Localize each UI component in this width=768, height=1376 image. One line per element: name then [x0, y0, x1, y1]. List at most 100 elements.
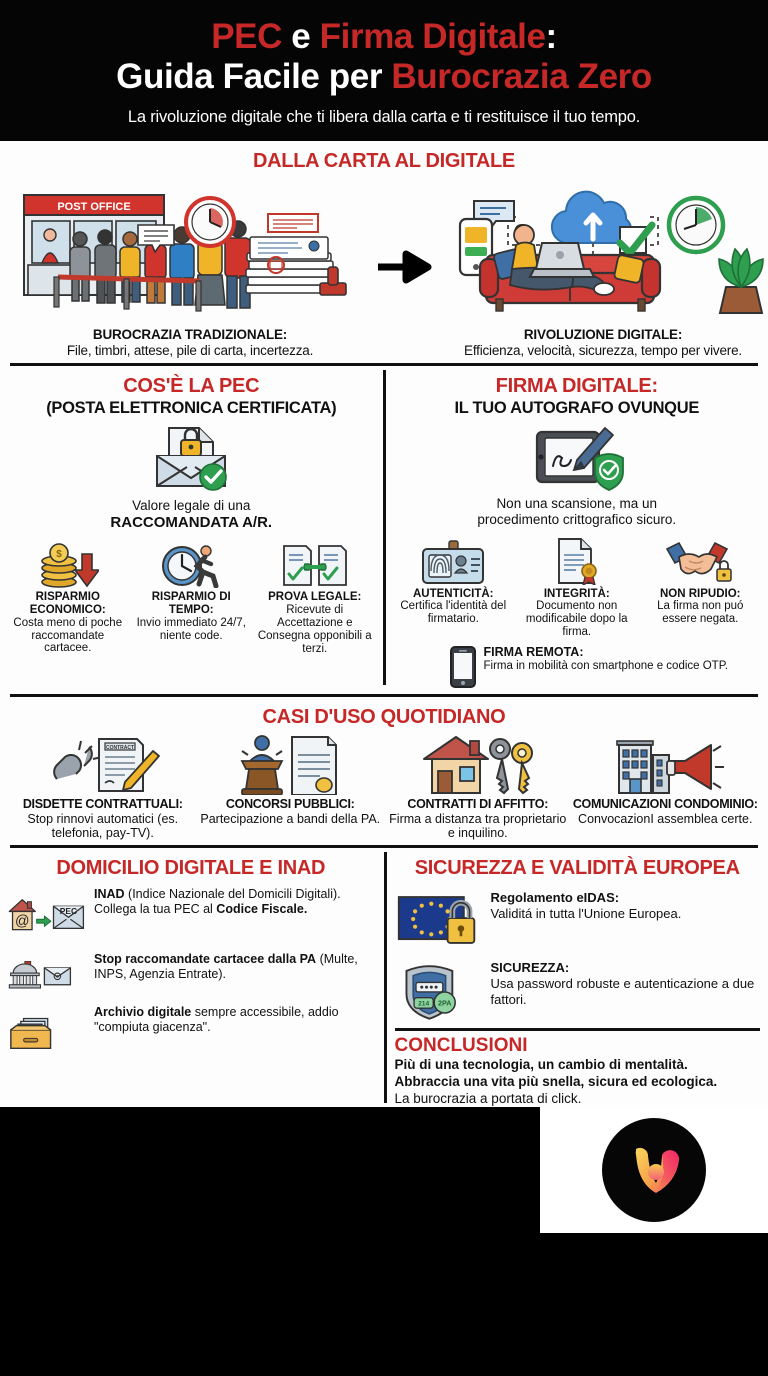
smartphone-icon	[449, 645, 477, 689]
caso-3-text: Firma a distanza tra proprietario e inqu…	[389, 811, 567, 840]
signature-tablet-icon	[394, 424, 761, 492]
firma-property-non-ripudio: NON RIPUDIO: La firma non puó essere neg…	[641, 537, 761, 639]
sicurezza-item-1: Regolamento eIDAS: Validitá in tutta l'U…	[395, 890, 761, 950]
firma-lead-line2: procedimento crittografico sicuro.	[477, 512, 677, 528]
firma-properties: AUTENTICITÀ: Certifica l'identità del fi…	[394, 537, 761, 639]
title-e: e	[281, 17, 320, 56]
digital-caption-text: Efficienza, velocità, sicurezza, tempo p…	[464, 342, 742, 358]
section-sicurezza-conclusioni: SICUREZZA E VALIDITÀ EUROPEA	[387, 848, 768, 1108]
firma-property-2-heading: INTEGRITÀ:	[543, 587, 610, 600]
sealed-document-icon	[517, 537, 637, 585]
conclusioni-line-2: Abbraccia una vita più snella, sicura ed…	[394, 1073, 718, 1089]
section-inad-sicurezza: DOMICILIO DIGITALE E INAD @ PEC	[0, 848, 768, 1108]
firma-property-3-heading: NON RIPUDIO:	[660, 587, 741, 600]
handshake-lock-icon	[641, 537, 761, 585]
badge-2pa: 2PA	[437, 999, 450, 1007]
inad-item-1-text: INAD (Indice Nazionale del Domicili Digi…	[94, 887, 374, 917]
divider-1	[10, 362, 758, 366]
section-firma-digitale: FIRMA DIGITALE: IL TUO AUTOGRAFO OVUNQUE	[386, 366, 768, 689]
sicurezza-item-1-heading: Regolamento eIDAS:	[490, 889, 620, 905]
traditional-caption-text: File, timbri, attese, pile di carta, inc…	[66, 342, 314, 358]
digital-life-illustration	[438, 177, 768, 327]
caso-2-text: Partecipazione a bandi della PA.	[200, 811, 381, 826]
section-dalla-carta-al-digitale: DALLA CARTA AL DIGITALE POST OFFICE	[0, 141, 768, 358]
inad-item-1: @ PEC INAD (Indice Nazionale del Domicil…	[8, 887, 374, 945]
building-megaphone-icon	[573, 733, 759, 795]
vertical-divider-1	[382, 369, 386, 685]
footer-black-area	[0, 1107, 540, 1234]
divider-3	[10, 844, 758, 848]
firma-property-1-text: Certifica l'identità del firmatario.	[400, 600, 507, 626]
section-paper-title: DALLA CARTA AL DIGITALE	[253, 149, 515, 172]
firma-property-integrita: INTEGRITÀ: Documento non modificabile do…	[517, 537, 637, 639]
title-pec: PEC	[211, 17, 282, 56]
firma-property-2-text: Documento non modificabile dopo la firma…	[525, 600, 628, 638]
post-office-sign-label: POST OFFICE	[57, 201, 130, 213]
house-keys-icon	[385, 733, 571, 795]
clock-runner-icon	[132, 540, 252, 589]
title-firma-digitale: Firma Digitale	[319, 17, 546, 56]
caso-2-heading: CONCORSI PUBBLICI:	[225, 796, 355, 811]
caso-1-heading: DISDETTE CONTRATTUALI:	[22, 796, 183, 811]
pec-benefit-2-heading: RISPARMIO DI TEMPO:	[151, 591, 231, 616]
pec-benefit-1-text: Costa meno di poche raccomandate cartace…	[13, 616, 123, 655]
pec-benefit-1-heading: RISPARMIO ECONOMICO:	[29, 591, 106, 616]
pec-lead: Valore legale di una RACCOMANDATA A/R.	[8, 498, 375, 533]
page-title-line-2: Guida Facile per Burocrazia Zero	[10, 56, 758, 96]
conclusioni-title: CONCLUSIONI	[394, 1034, 528, 1056]
caso-4-heading: COMUNICAZIONI CONDOMINIO:	[572, 796, 758, 811]
envelope-pec-label: PEC	[60, 906, 77, 916]
broken-chain-contract-icon: CONTRACT	[10, 733, 196, 795]
vertical-divider-2	[383, 851, 387, 1104]
footer-logo-area	[540, 1107, 768, 1234]
firma-remota-heading: FIRMA REMOTA:	[483, 644, 584, 659]
inad-item-1-bold1: INAD	[94, 886, 125, 901]
shield-password-2fa-icon: 214 2PA	[395, 960, 481, 1022]
pec-benefit-prova-legale: PROVA LEGALE: Ricevute di Accettazione e…	[255, 540, 375, 655]
section-domicilio-inad: DOMICILIO DIGITALE E INAD @ PEC	[0, 848, 384, 1108]
inad-item-2: Stop raccomandate cartacee dalla PA (Mul…	[8, 952, 374, 998]
sicurezza-item-2: 214 2PA SICUREZZA: Usa password robuste …	[395, 960, 761, 1022]
inad-item-2-mid: (Multe, INPS, Agenzia Entrate).	[94, 951, 358, 981]
pec-benefit-risparmio-economico: $ RISPARMIO ECONOMICO: Costa meno di poc…	[8, 540, 128, 655]
inad-item-1-mid: (Indice Nazionale del Domicili Digitali)…	[94, 886, 341, 916]
house-at-envelope-icon: @ PEC	[8, 887, 86, 945]
sicurezza-item-1-desc: Validitá in tutta l'Unione Europea.	[490, 905, 682, 921]
brand-v-logo[interactable]	[602, 1118, 706, 1223]
inad-item-2-bold1: Stop raccomandate cartacee dalla PA	[94, 951, 317, 966]
sicurezza-title: SICUREZZA E VALIDITÀ EUROPEA	[414, 856, 740, 879]
firma-remota-text: FIRMA REMOTA: Firma in mobilità con smar…	[484, 645, 729, 673]
government-envelope-icon	[8, 952, 86, 998]
conclusioni-line-3: La burocrazia a portata di click.	[394, 1090, 582, 1106]
page-title-line-1: PEC e Firma Digitale:	[10, 18, 758, 56]
traditional-column: POST OFFICE	[10, 177, 370, 358]
divider-2	[10, 693, 758, 697]
caso-concorsi-pubblici: CONCORSI PUBBLICI: Partecipazione a band…	[198, 733, 384, 840]
svg-text:$: $	[56, 549, 62, 560]
pec-subtitle: (POSTA ELETTRONICA CERTIFICATA)	[46, 398, 337, 417]
linked-documents-icon	[255, 540, 375, 588]
pec-benefit-2-text: Invio immediato 24/7, niente code.	[136, 616, 246, 642]
caso-4-text: ConvocazionI assemblea certe.	[578, 811, 753, 826]
firma-lead-line1: Non una scansione, ma un	[496, 495, 658, 511]
at-symbol: @	[15, 914, 30, 930]
sicurezza-item-2-heading: SICUREZZA:	[490, 959, 570, 975]
firma-remota-row: FIRMA REMOTA: Firma in mobilità con smar…	[394, 645, 761, 689]
pec-lead-line1: Valore legale di una	[132, 497, 251, 513]
id-card-fingerprint-icon	[394, 537, 514, 585]
post-office-illustration: POST OFFICE	[10, 177, 370, 327]
eu-flag-lock-icon	[395, 890, 481, 950]
traditional-caption-bold: BUROCRAZIA TRADIZIONALE:	[92, 326, 288, 342]
inad-item-3-mid: sempre accessibile, addio "compiuta giac…	[94, 1004, 339, 1034]
title-guida-facile: Guida Facile per	[116, 56, 392, 96]
caso-1-text: Stop rinnovi automatici (es. telefonia, …	[27, 811, 179, 840]
inad-item-3-text: Archivio digitale sempre accessibile, ad…	[94, 1005, 374, 1035]
firma-subtitle: IL TUO AUTOGRAFO OVUNQUE	[454, 398, 700, 417]
badge-214: 214	[418, 1000, 429, 1007]
contract-doc-label: CONTRACT	[106, 745, 134, 751]
pec-benefit-3-heading: PROVA LEGALE:	[268, 591, 362, 604]
file-box-icon	[8, 1005, 86, 1059]
pec-title: COS'È LA PEC	[123, 374, 260, 397]
pec-envelope-icon	[8, 422, 375, 494]
